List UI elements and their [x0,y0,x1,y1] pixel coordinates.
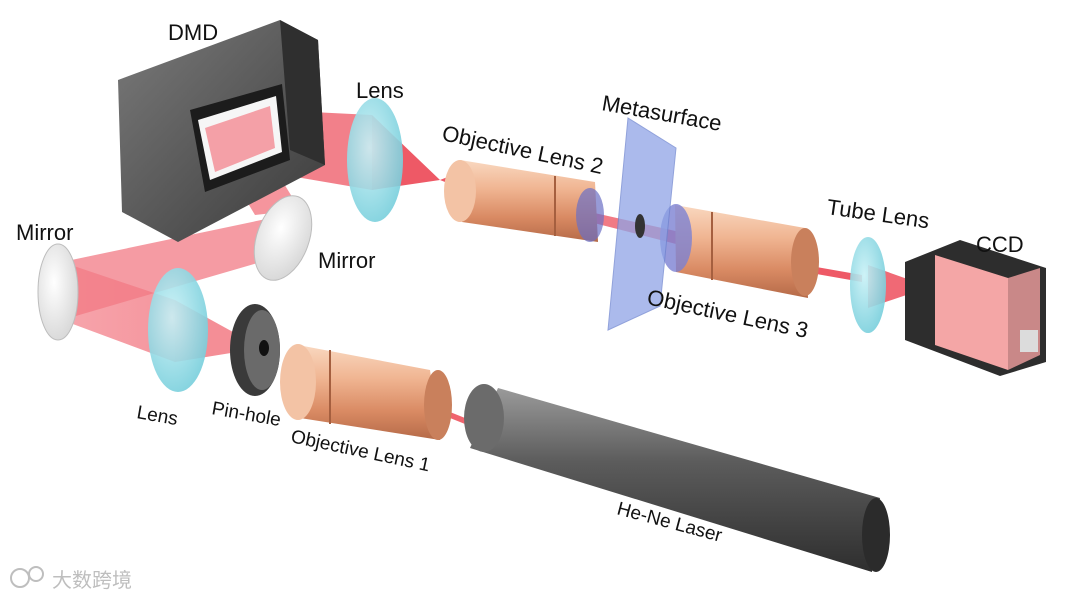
ccd-camera [905,240,1046,376]
logo-icon [11,567,43,587]
lens-top [347,98,403,222]
label-ccd: CCD [976,232,1024,257]
label-pin-hole: Pin-hole [210,398,282,431]
watermark-text: 大数跨境 [52,569,132,592]
he-ne-laser [464,384,890,572]
objective-lens-3 [660,204,819,298]
tube-lens [850,237,886,333]
label-metasurface: Metasurface [600,90,724,136]
watermark: 大数跨境 [11,567,132,592]
label-lens-top: Lens [356,78,404,103]
lens-bottom [148,268,208,392]
label-lens-bottom: Lens [135,402,179,430]
label-dmd: DMD [168,20,218,45]
label-tube-lens: Tube Lens [825,194,931,233]
pin-hole [230,304,280,396]
mirror-left [38,244,78,340]
objective-lens-1 [280,344,452,440]
label-mirror-right: Mirror [318,248,375,273]
label-mirror-left: Mirror [16,220,73,245]
